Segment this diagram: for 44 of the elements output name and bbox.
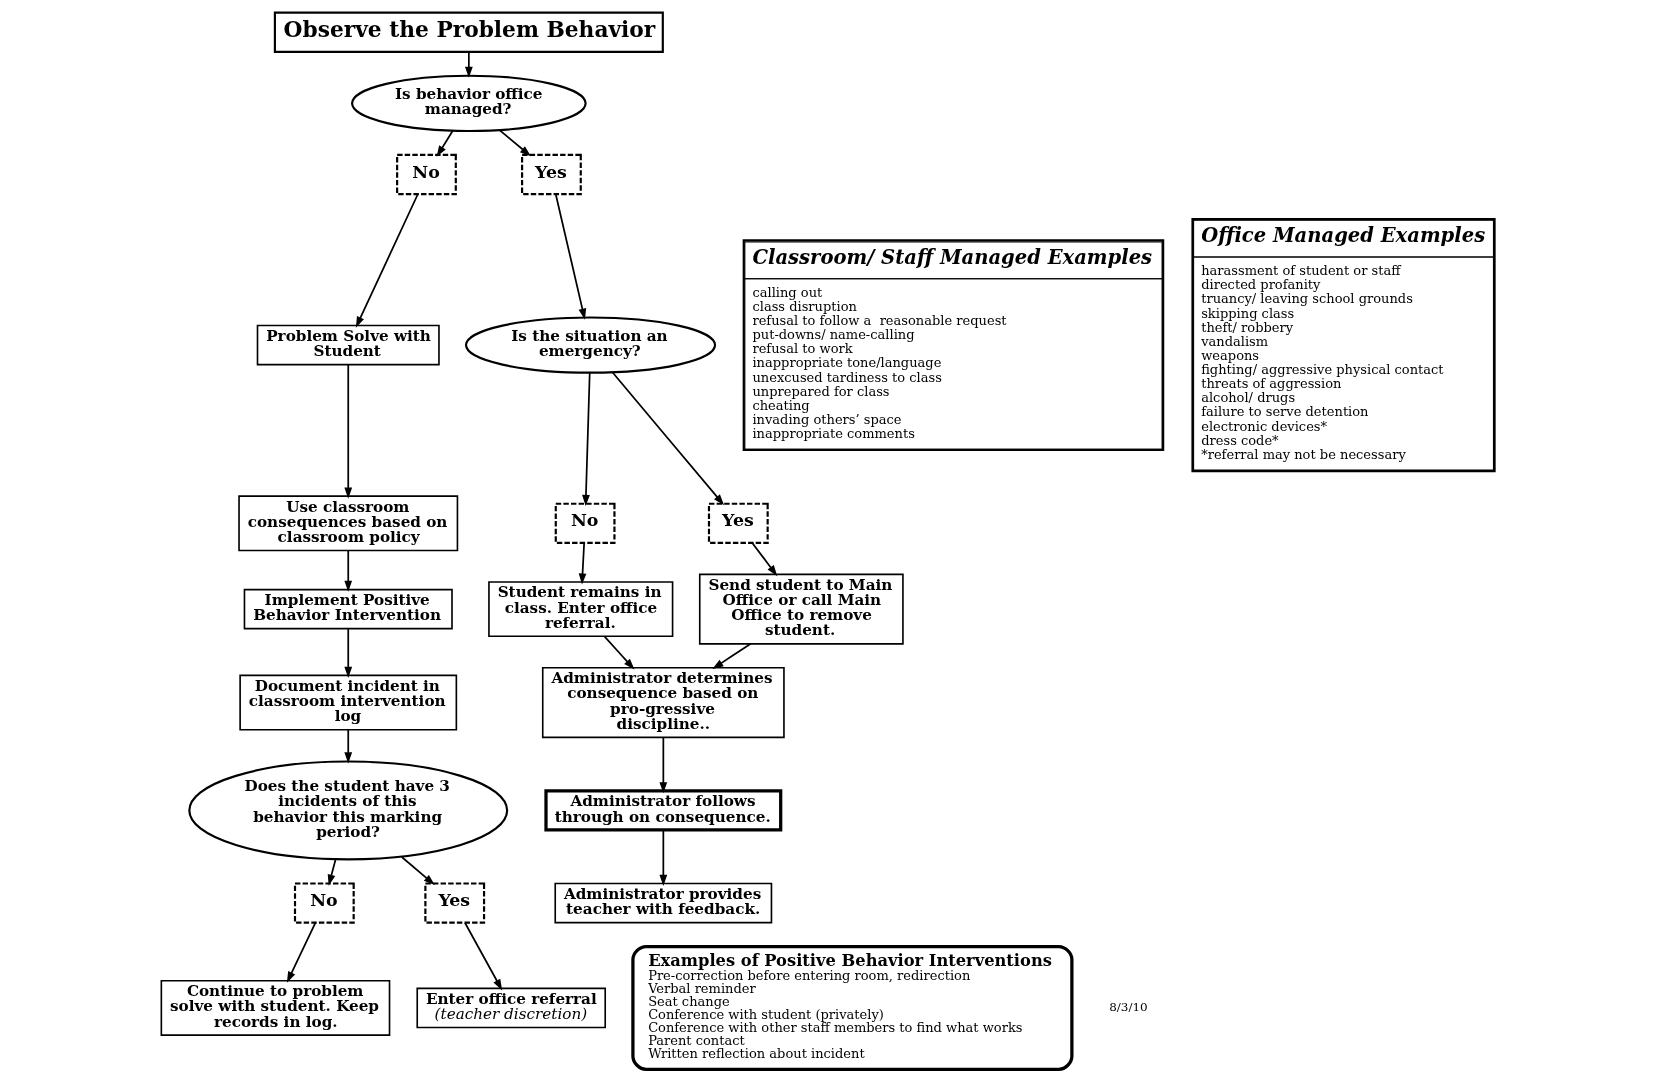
arrow bbox=[344, 363, 353, 499]
arrow bbox=[464, 50, 473, 78]
node-box: Yes bbox=[521, 153, 582, 196]
arrow bbox=[344, 728, 353, 764]
node-box: Examples of Positive Behavior Interventions Pre-correction before entering room, redirection Verbal reminder Seat change Conference with student (privately) Conference with other staff members to find what works Parent contact Written reflection about incident bbox=[631, 944, 1074, 1071]
arrow bbox=[611, 371, 725, 506]
node-box: Yes bbox=[424, 882, 486, 924]
node-box: Enter office referral (teacher discretion) bbox=[416, 987, 607, 1029]
node-box: No bbox=[396, 153, 457, 196]
node-box: Problem Solve with Student bbox=[256, 324, 440, 366]
arrow bbox=[554, 193, 587, 320]
arrow bbox=[712, 643, 752, 670]
node-ellipse: Does the student have 3 incidents of this behavior this marking period? bbox=[188, 760, 509, 861]
arrow bbox=[464, 922, 503, 991]
node-box: Send student to Main Office or call Main Office to remove student. bbox=[698, 573, 904, 645]
arrow bbox=[344, 549, 353, 592]
arrow bbox=[603, 635, 635, 670]
arrow bbox=[327, 859, 337, 886]
arrow bbox=[578, 542, 587, 585]
node-box: Yes bbox=[707, 502, 769, 544]
node-box: No bbox=[554, 502, 616, 544]
arrow bbox=[436, 130, 454, 157]
node-box: No bbox=[293, 882, 355, 924]
node-ellipse: Is the situation an emergency? bbox=[464, 316, 717, 374]
node-box: Use classroom consequences based on classroom policy bbox=[238, 495, 459, 552]
node-box: Observe the Problem Behavior bbox=[273, 11, 664, 53]
arrow bbox=[582, 372, 591, 506]
arrow bbox=[355, 193, 419, 328]
arrow bbox=[751, 542, 778, 577]
label: 8/3/10 bbox=[1109, 999, 1148, 1014]
arrow bbox=[286, 922, 317, 983]
node-box: Administrator provides teacher with feedback. bbox=[554, 882, 773, 924]
node-box: Administrator determines consequence based on pro-gressive discipline.. bbox=[541, 667, 785, 739]
node-box: Student remains in class. Enter office referral. bbox=[488, 581, 674, 638]
arrow bbox=[344, 628, 353, 678]
node-box: Implement Positive Behavior Intervention bbox=[243, 588, 453, 630]
arrow bbox=[659, 829, 668, 886]
arrow bbox=[498, 129, 531, 157]
node-box: Administrator follows through on consequence. bbox=[544, 789, 783, 832]
node-box: Document incident in classroom intervention log bbox=[239, 674, 458, 731]
arrow bbox=[400, 856, 435, 886]
arrow bbox=[659, 736, 668, 794]
node-box: Continue to problem solve with student. Keep records in log. bbox=[160, 979, 391, 1036]
node-ellipse: Is behavior office managed? bbox=[351, 74, 587, 133]
